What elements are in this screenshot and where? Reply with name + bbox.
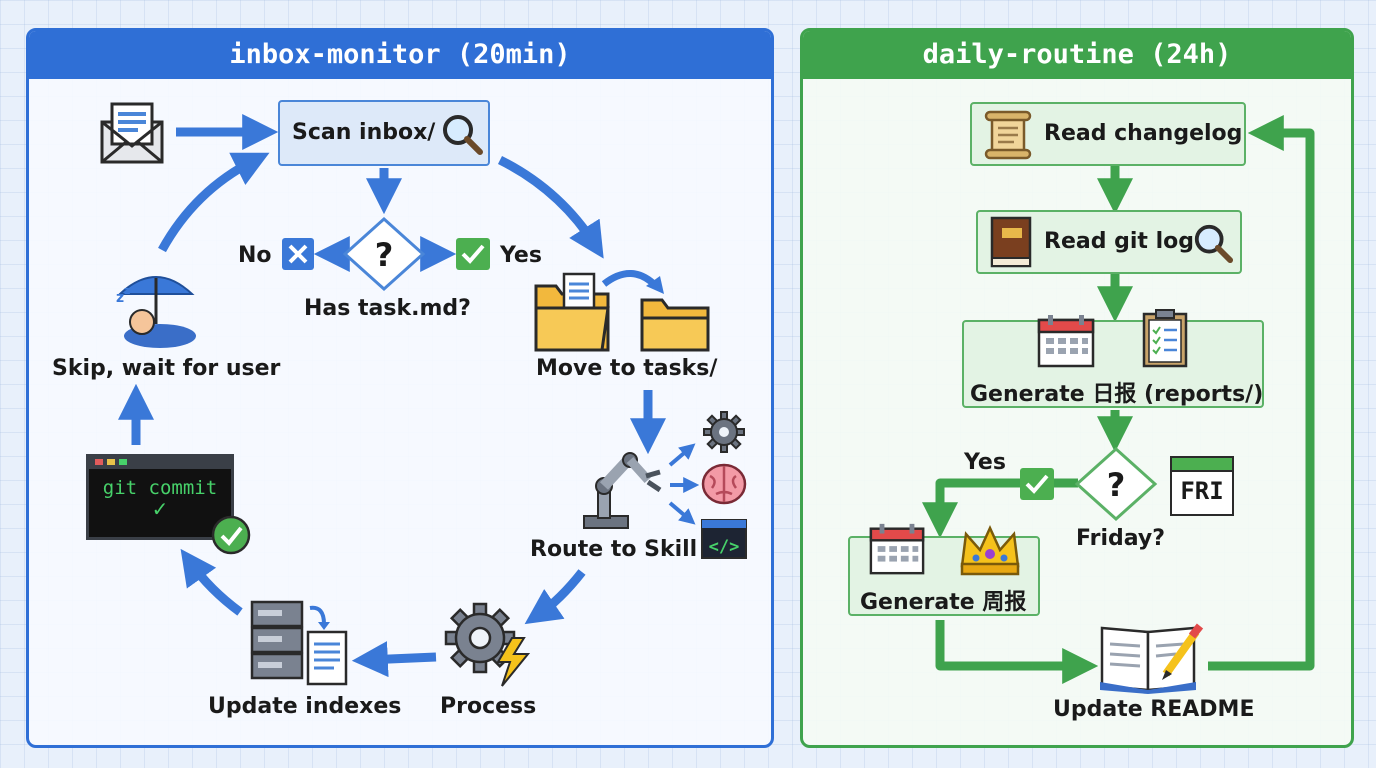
calendar-icon [1037, 315, 1095, 368]
process-label: Process [440, 694, 537, 719]
arrow-scan-to-move [497, 155, 604, 259]
code-window-icon: </> [701, 519, 747, 559]
terminal-titlebar [89, 457, 231, 469]
magnifier-icon [1194, 224, 1234, 264]
open-book-pencil-icon [1100, 623, 1204, 694]
no-label: No [238, 243, 272, 268]
gear-icon [703, 411, 745, 453]
brain-icon [701, 463, 747, 505]
scroll-icon [984, 110, 1032, 160]
skip-label: Skip, wait for user [52, 356, 281, 381]
envelope-icon [100, 102, 164, 164]
arrow-process-to-indexes [351, 641, 437, 678]
svg-text:z: z [124, 284, 130, 297]
fri-badge-text: FRI [1180, 477, 1224, 505]
read-git-log-label: Read git log [1044, 229, 1194, 254]
fri-calendar-icon: FRI [1170, 456, 1234, 516]
arrow-route-to-gear [668, 443, 696, 467]
terminal-icon: git commit ✓ [86, 454, 234, 540]
svg-text:?: ? [1107, 466, 1126, 504]
arrow-skip-to-scan [158, 152, 270, 253]
route-label: Route to Skill [530, 537, 698, 562]
svg-text:z: z [116, 290, 124, 306]
check-mark-icon [1020, 468, 1054, 500]
arrow-readme-loop-back [1208, 115, 1315, 671]
weekly-report-node: Generate 周报 [848, 536, 1040, 616]
arrow-weekly-to-readme [935, 620, 1099, 684]
daily-routine-title: daily-routine (24h) [803, 31, 1351, 79]
magnifier-icon [443, 115, 483, 155]
book-icon [990, 216, 1032, 268]
update-indexes-label: Update indexes [208, 694, 402, 719]
clipboard-icon [1142, 309, 1188, 368]
check-mark-icon [456, 238, 490, 270]
sleeping-umbrella-icon: z z [116, 276, 196, 348]
update-readme-label: Update README [1053, 697, 1255, 722]
yes-label-friday: Yes [964, 450, 1006, 475]
crown-icon [960, 524, 1020, 576]
robot-arm-icon [583, 452, 662, 529]
read-changelog-label: Read changelog [1044, 121, 1243, 146]
friday-label: Friday? [1076, 526, 1166, 551]
question-diamond-icon: ? [342, 216, 426, 292]
yes-label: Yes [500, 243, 542, 268]
calendar-icon [869, 523, 925, 575]
terminal-check-icon: ✓ [151, 497, 169, 521]
decision-label: Has task.md? [304, 296, 471, 321]
arrow-indexes-to-commit [180, 548, 243, 616]
question-diamond-icon: ? [1074, 446, 1158, 522]
x-mark-icon [282, 238, 314, 270]
inbox-monitor-title: inbox-monitor (20min) [29, 31, 771, 79]
scan-inbox-label: Scan inbox/ [292, 120, 436, 145]
daily-report-label: Generate 日报 (reports/) [970, 382, 1264, 407]
svg-text:?: ? [375, 236, 394, 274]
check-circle-icon [211, 515, 251, 555]
git-commit-text: git commit [102, 477, 218, 499]
arrow-friday-to-weekly [922, 478, 1078, 539]
server-document-icon [250, 600, 348, 686]
folder-move-icon [534, 270, 710, 352]
move-label: Move to tasks/ [536, 356, 718, 381]
daily-report-node: Generate 日报 (reports/) [962, 320, 1264, 408]
arrow-route-to-process [524, 569, 586, 625]
arrow-route-to-code [668, 501, 696, 525]
fri-calendar-header [1172, 458, 1232, 472]
gear-lightning-icon [444, 602, 531, 687]
weekly-report-label: Generate 周报 [860, 590, 1027, 615]
svg-text:</>: </> [709, 537, 740, 557]
